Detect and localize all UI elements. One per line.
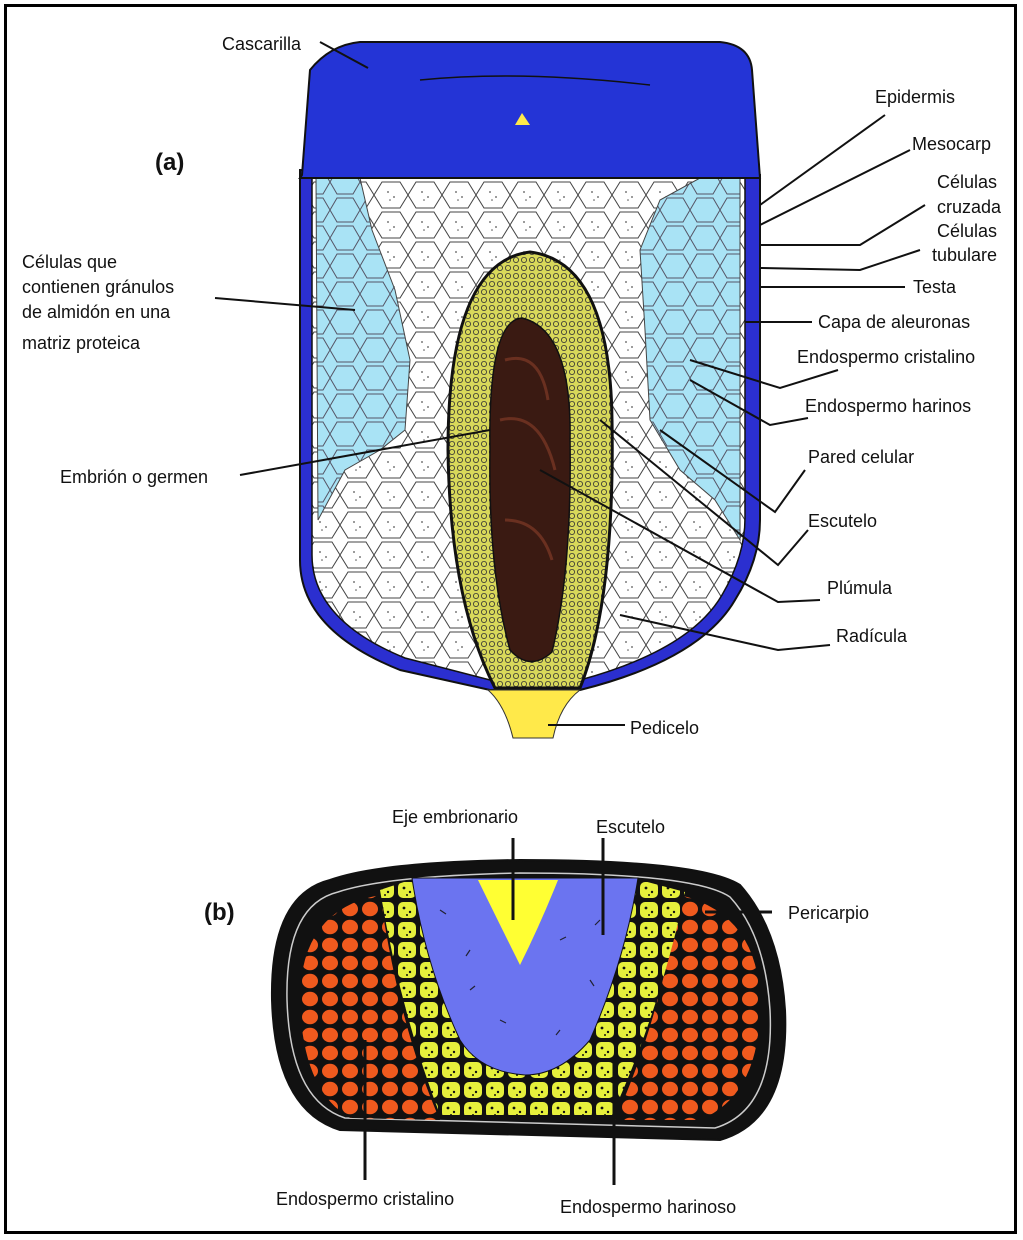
- panel-label-b: (b): [204, 899, 235, 926]
- panel-label-a: (a): [155, 149, 184, 176]
- label-capa-aleuronas: Capa de aleuronas: [818, 312, 970, 332]
- label-eje-embrionario: Eje embrionario: [392, 807, 518, 827]
- cross-section: [272, 860, 785, 1140]
- label-celulas-tubulares-2: tubulare: [932, 245, 997, 265]
- label-cascarilla: Cascarilla: [222, 34, 302, 54]
- label-radicula: Radícula: [836, 626, 908, 646]
- longitudinal-section: [300, 42, 760, 738]
- label-endospermo-harinoso-b: Endospermo harinoso: [560, 1197, 736, 1217]
- label-escutelo-b: Escutelo: [596, 817, 665, 837]
- label-celulas-almidon-2: contienen gránulos: [22, 277, 174, 297]
- label-embrion: Embrión o germen: [60, 467, 208, 487]
- label-escutelo: Escutelo: [808, 511, 877, 531]
- label-pared-celular: Pared celular: [808, 447, 914, 467]
- label-celulas-almidon-4: matriz proteica: [22, 333, 141, 353]
- label-pericarpio: Pericarpio: [788, 903, 869, 923]
- label-pedicelo: Pedicelo: [630, 718, 699, 738]
- label-celulas-cruzadas-2: cruzada: [937, 197, 1002, 217]
- label-celulas-cruzadas-1: Células: [937, 172, 997, 192]
- label-celulas-tubulares-1: Células: [937, 221, 997, 241]
- label-testa: Testa: [913, 277, 957, 297]
- label-endospermo-cristalino: Endospermo cristalino: [797, 347, 975, 367]
- label-mesocarpio: Mesocarp: [912, 134, 991, 154]
- pedicel: [488, 690, 580, 738]
- label-celulas-almidon-1: Células que: [22, 252, 117, 272]
- label-epidermis: Epidermis: [875, 87, 955, 107]
- label-endospermo-harinoso: Endospermo harinos: [805, 396, 971, 416]
- label-celulas-almidon-3: de almidón en una: [22, 302, 171, 322]
- embryo: [490, 318, 570, 662]
- label-plumula: Plúmula: [827, 578, 893, 598]
- label-endospermo-cristalino-b: Endospermo cristalino: [276, 1189, 454, 1209]
- cascarilla-cap: [300, 42, 760, 178]
